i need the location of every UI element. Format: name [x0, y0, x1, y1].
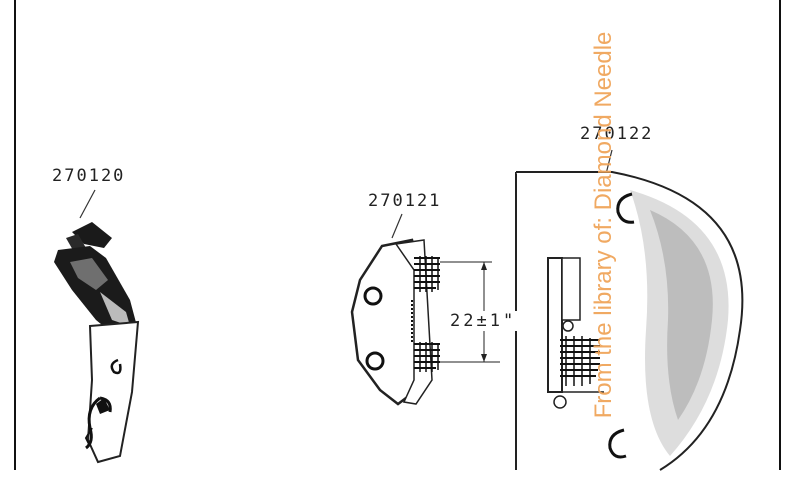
- watermark-text: From the library of: Diamond Needle: [590, 31, 617, 419]
- presser-foot-illustration: [54, 189, 140, 464]
- part-number-270122: 270122: [580, 124, 654, 144]
- frame-border-right: [779, 0, 781, 470]
- feed-dog-illustration: [350, 213, 440, 406]
- part-number-270121: 270121: [368, 191, 442, 211]
- dimension-label: 22±1": [448, 311, 519, 331]
- needle-plate-illustration: [515, 149, 744, 471]
- part-number-270120: 270120: [52, 166, 126, 186]
- frame-border-left: [14, 0, 16, 470]
